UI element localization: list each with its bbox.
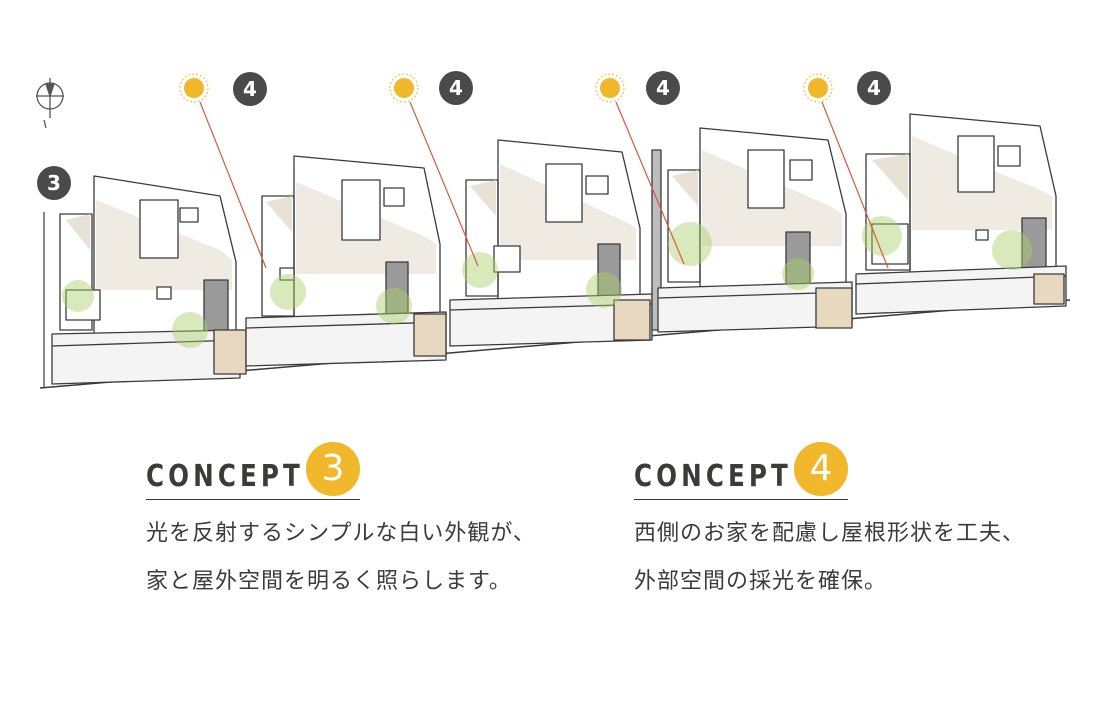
badge-number: 4	[449, 76, 463, 100]
heading-underline	[634, 499, 848, 500]
concept-description: 西側のお家を配慮し屋根形状を工夫、外部空間の採光を確保。	[634, 521, 1026, 594]
concept-3-block: CONCEPT 3 光を反射するシンプルな白い外観が、家と屋外空間を明るく照らし…	[146, 438, 546, 606]
sun-ray	[615, 101, 685, 265]
streetscape-illustration: 3 4 4 4 4	[36, 71, 1071, 389]
concept-title: CONCEPT	[146, 459, 304, 494]
house-4	[657, 127, 853, 333]
sun-icon	[389, 73, 419, 103]
compass-icon	[36, 78, 64, 129]
utility-pole	[651, 149, 662, 331]
sun-icon	[179, 73, 209, 103]
concept-4-block: CONCEPT 4 西側のお家を配慮し屋根形状を工夫、外部空間の採光を確保。	[634, 438, 1034, 606]
house-1	[51, 175, 247, 385]
sun-icon	[595, 73, 625, 103]
sun-icon	[803, 73, 833, 103]
badge-number: 3	[47, 171, 61, 195]
heading-underline	[146, 499, 360, 500]
concept-number-badge: 3	[306, 442, 360, 496]
sun-ray	[409, 101, 479, 267]
badge-number: 4	[867, 76, 881, 100]
house-2	[245, 155, 447, 367]
house-3	[449, 139, 653, 347]
concept-number-badge: 4	[794, 442, 848, 496]
house-5	[855, 113, 1067, 315]
concept-3-heading: CONCEPT 3	[146, 438, 546, 500]
concept-description: 光を反射するシンプルな白い外観が、家と屋外空間を明るく照らします。	[146, 521, 536, 594]
badge-number: 4	[243, 77, 257, 101]
concept-title: CONCEPT	[634, 459, 792, 494]
badge-number: 4	[656, 76, 670, 100]
sun-ray	[821, 101, 889, 269]
concept-4-heading: CONCEPT 4	[634, 438, 1034, 500]
sun-ray	[199, 101, 267, 269]
